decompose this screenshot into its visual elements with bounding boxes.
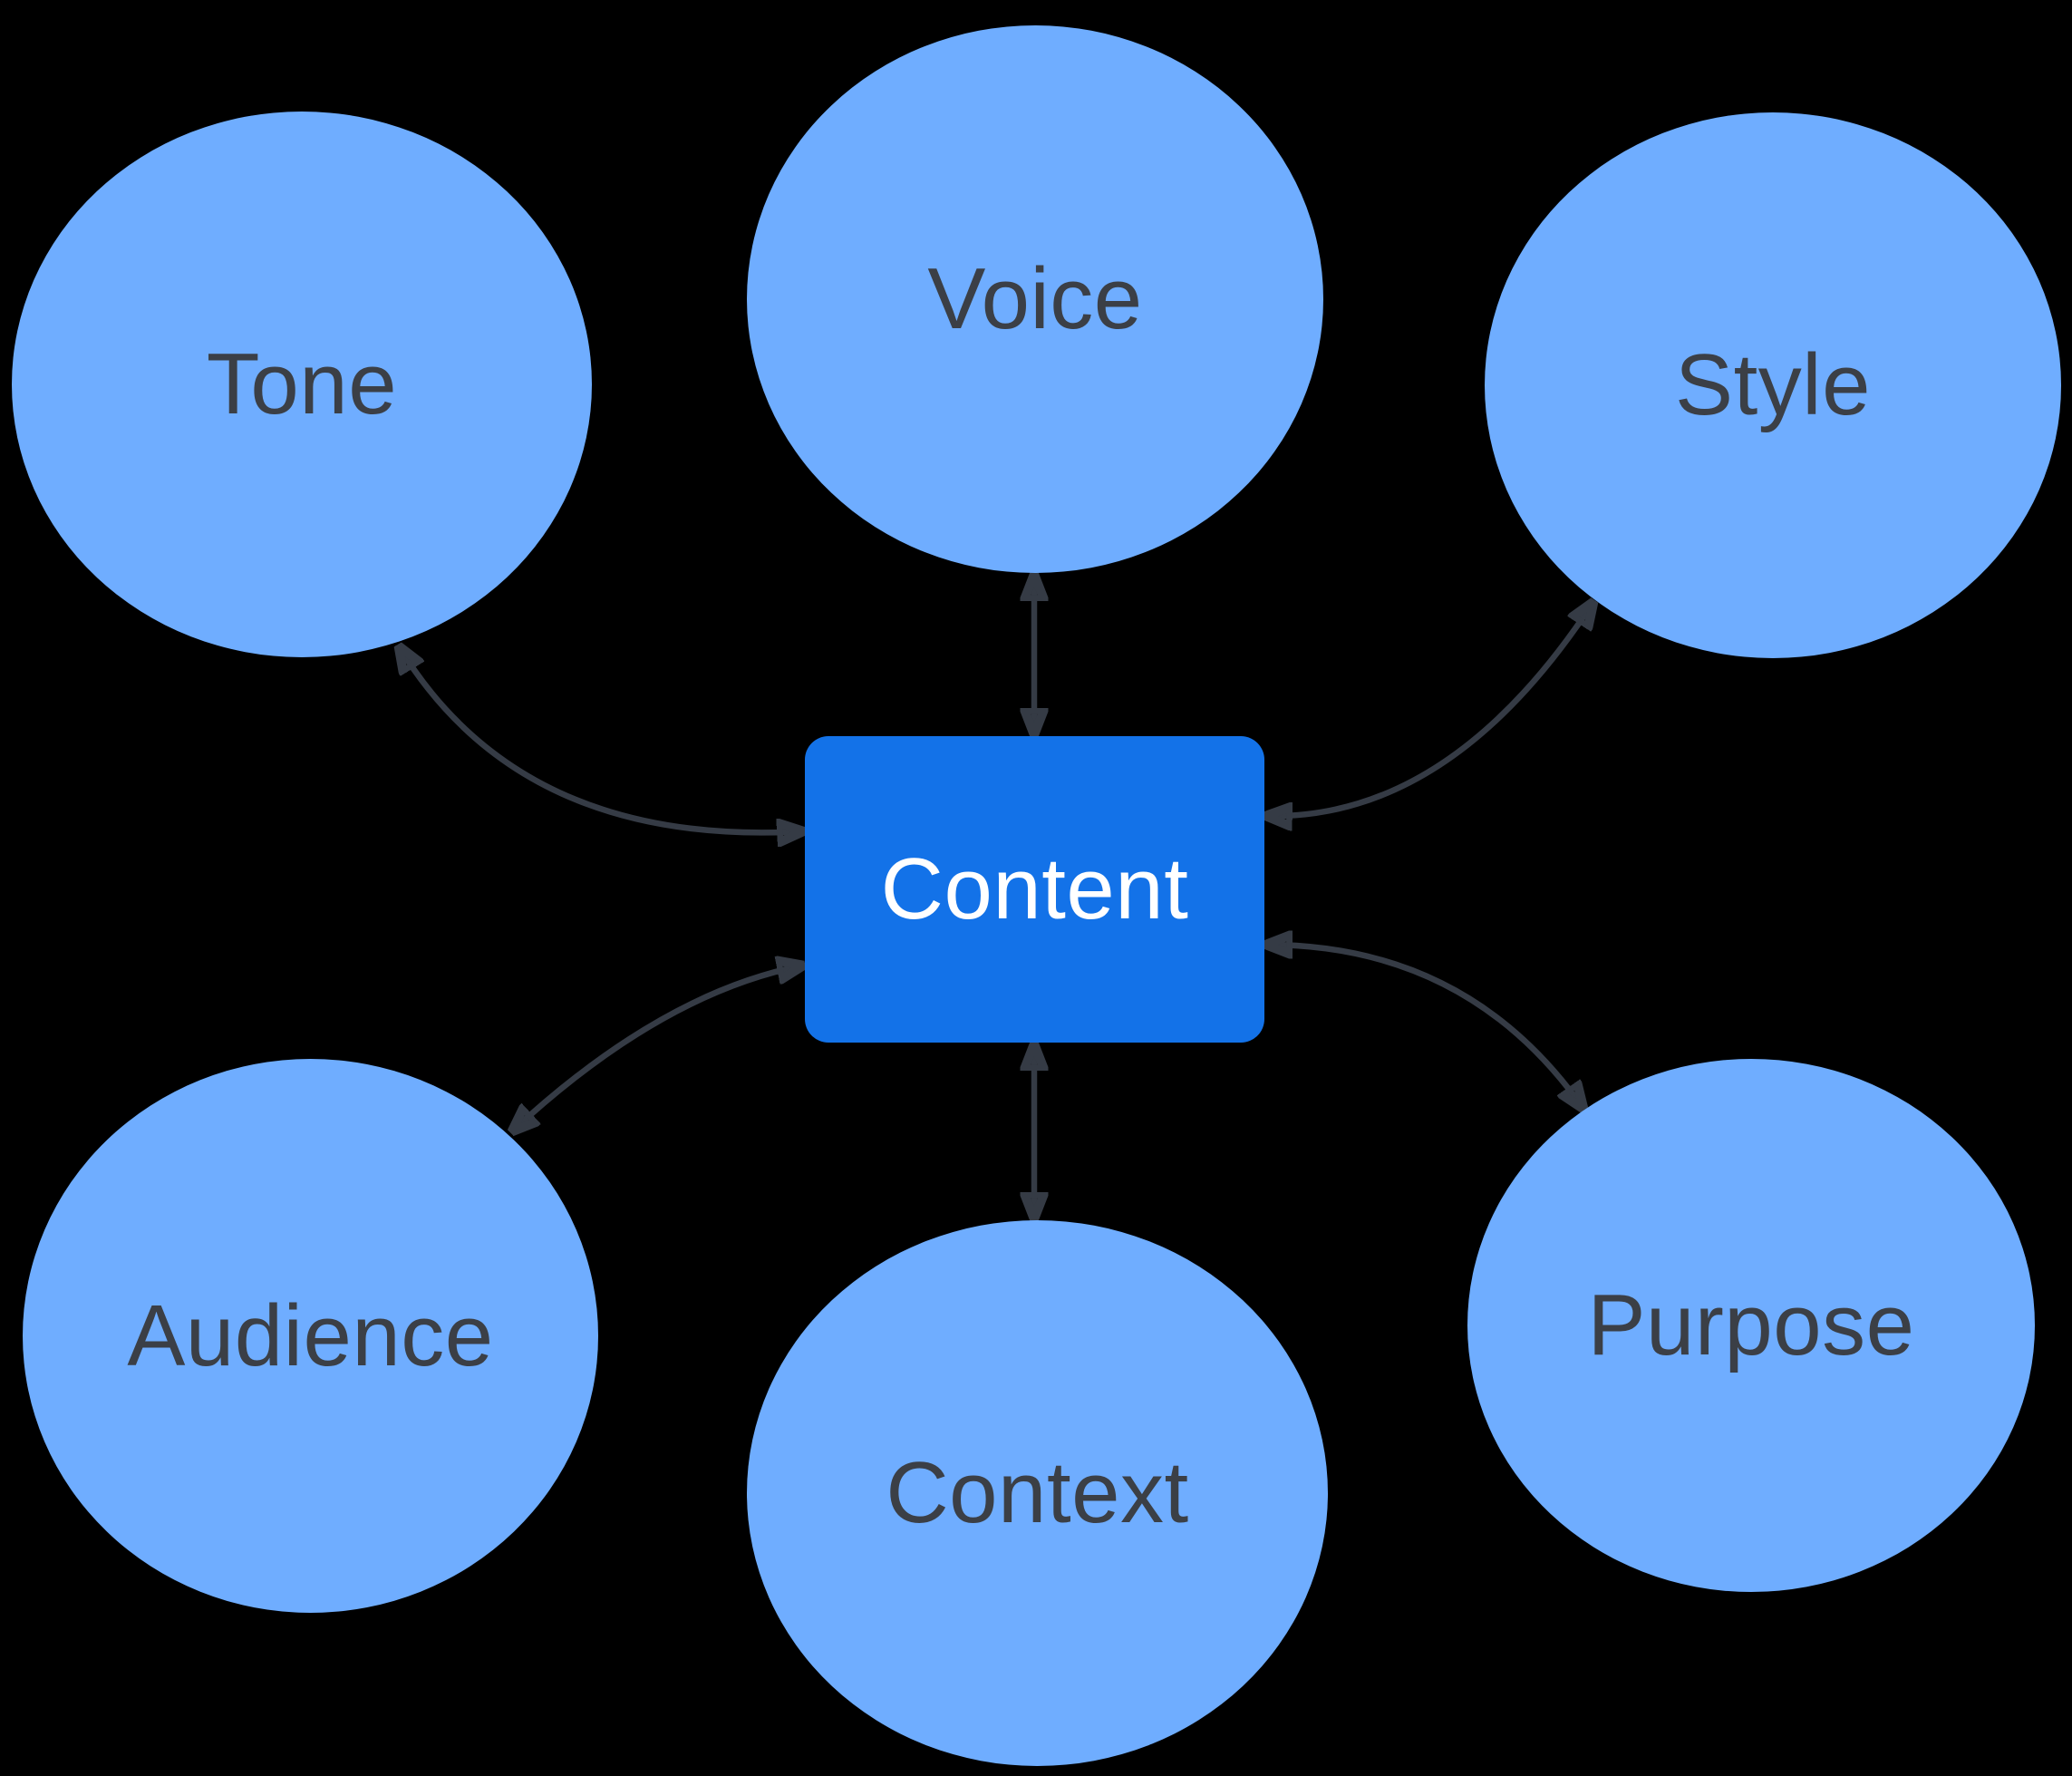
node-style: Style [1485,112,2061,658]
connector-content-audience [512,966,803,1131]
node-voice-label: Voice [927,250,1143,347]
connector-content-purpose [1266,945,1583,1109]
node-content-label: Content [880,840,1189,937]
node-audience: Audience [23,1059,598,1613]
node-voice: Voice [747,25,1323,573]
connector-content-style [1266,602,1593,816]
node-style-label: Style [1675,336,1871,433]
node-purpose-label: Purpose [1587,1276,1915,1373]
connector-content-tone [399,646,803,832]
node-tone-label: Tone [206,335,398,432]
node-context-label: Context [886,1444,1189,1541]
node-context: Context [747,1220,1328,1766]
node-tone: Tone [12,112,592,657]
node-audience-label: Audience [127,1286,494,1384]
node-content-center: Content [805,736,1264,1043]
node-purpose: Purpose [1467,1059,2035,1592]
